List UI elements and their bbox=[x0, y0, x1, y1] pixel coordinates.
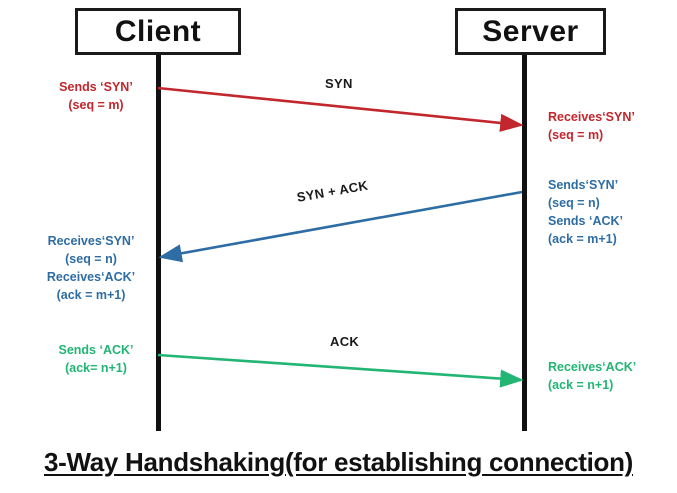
note-server-sends-syn-ack: Sends‘SYN’ (seq = n) Sends ‘ACK’ (ack = … bbox=[548, 176, 677, 249]
syn-arrow bbox=[157, 86, 524, 132]
diagram-title: 3-Way Handshaking(for establishing conne… bbox=[43, 447, 634, 477]
note-line: (ack = n+1) bbox=[548, 378, 614, 393]
note-client-sends-ack: Sends ‘ACK’ (ack= n+1) bbox=[34, 341, 158, 377]
ack-arrow-label: ACK bbox=[330, 334, 360, 349]
note-line: (seq = m) bbox=[548, 128, 604, 143]
server-box: Server bbox=[455, 8, 606, 55]
note-line: Sends ‘ACK’ bbox=[58, 343, 134, 357]
note-line: Receives‘SYN’ bbox=[548, 110, 635, 124]
note-line: (ack= n+1) bbox=[65, 361, 127, 376]
note-line: (seq = n) bbox=[65, 252, 117, 267]
client-label: Client bbox=[114, 14, 202, 48]
note-line: Receives‘ACK’ bbox=[548, 360, 637, 374]
server-label: Server bbox=[482, 14, 579, 48]
note-line: Sends‘SYN’ bbox=[548, 178, 619, 192]
note-client-receives-syn-ack: Receives‘SYN’ (seq = n) Receives‘ACK’ (a… bbox=[24, 232, 158, 305]
syn-arrow-label: SYN bbox=[325, 76, 353, 91]
note-line: Receives‘ACK’ bbox=[46, 270, 136, 285]
ack-arrow bbox=[157, 353, 524, 388]
note-server-receives-ack: Receives‘ACK’ (ack = n+1) bbox=[548, 358, 677, 394]
note-client-sends-syn: Sends ‘SYN’ (seq = m) bbox=[34, 78, 158, 114]
note-line: Sends ‘SYN’ bbox=[59, 80, 133, 94]
note-line: (ack = m+1) bbox=[548, 232, 617, 247]
server-lifeline bbox=[522, 55, 527, 431]
syn-ack-arrow bbox=[158, 190, 523, 263]
note-line: Receives‘SYN’ bbox=[47, 234, 135, 248]
note-line: Sends ‘ACK’ bbox=[548, 214, 624, 229]
note-server-receives-syn: Receives‘SYN’ (seq = m) bbox=[548, 108, 672, 144]
client-lifeline bbox=[156, 55, 161, 431]
note-line: (seq = n) bbox=[548, 196, 600, 211]
note-line: (ack = m+1) bbox=[56, 288, 126, 303]
client-box: Client bbox=[75, 8, 241, 55]
syn-ack-arrow-label: SYN + ACK bbox=[295, 177, 370, 205]
note-line: (seq = m) bbox=[68, 98, 124, 113]
